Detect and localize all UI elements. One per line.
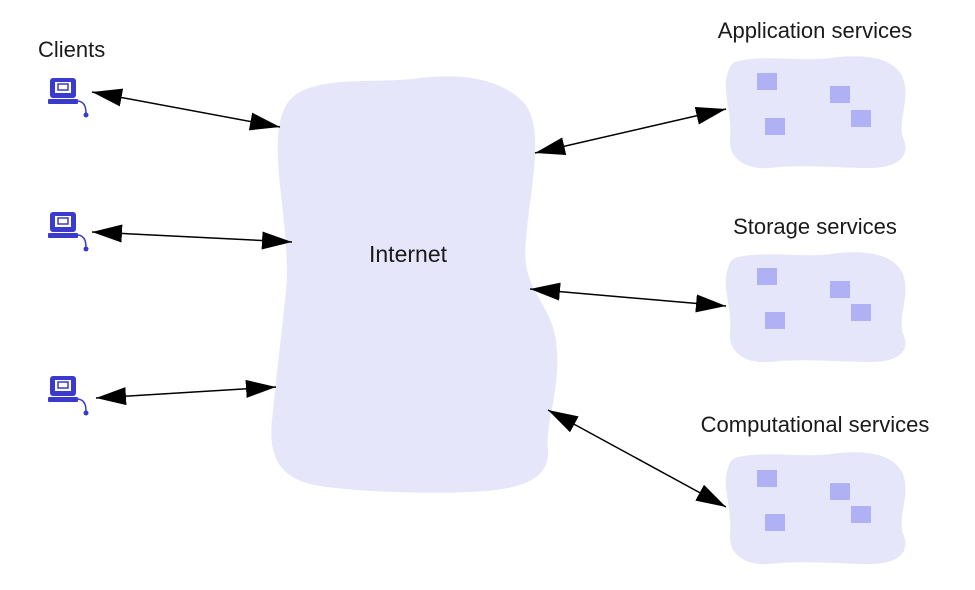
- service-node: [830, 483, 850, 500]
- internet-label: Internet: [369, 241, 448, 267]
- application-services-cloud: [725, 56, 906, 169]
- service-node: [765, 118, 785, 135]
- service-node: [757, 268, 777, 285]
- clients-label: Clients: [38, 37, 105, 62]
- service-node: [830, 281, 850, 298]
- client-1-internet-arrow: [91, 88, 281, 131]
- client-2-internet-arrow: [91, 224, 293, 250]
- client-computer-icon: [48, 212, 89, 252]
- application-services-label: Application services: [718, 18, 912, 43]
- computational-services-cloud: [725, 452, 906, 565]
- service-node: [851, 304, 871, 321]
- client-computer-icon: [48, 376, 89, 416]
- computational-services-label: Computational services: [701, 412, 930, 437]
- service-node: [765, 514, 785, 531]
- internet-storage-arrow: [529, 282, 727, 313]
- internet-application-arrow: [534, 106, 727, 156]
- service-node: [851, 110, 871, 127]
- service-node: [765, 312, 785, 329]
- service-node: [851, 506, 871, 523]
- client-3-internet-arrow: [95, 379, 277, 406]
- service-node: [757, 73, 777, 90]
- internet-computational-arrow: [547, 409, 727, 508]
- storage-services-cloud: [725, 252, 906, 363]
- service-node: [830, 86, 850, 103]
- client-computer-icon: [48, 78, 89, 118]
- service-node: [757, 470, 777, 487]
- internet-cloud: [271, 76, 558, 493]
- storage-services-label: Storage services: [733, 214, 897, 239]
